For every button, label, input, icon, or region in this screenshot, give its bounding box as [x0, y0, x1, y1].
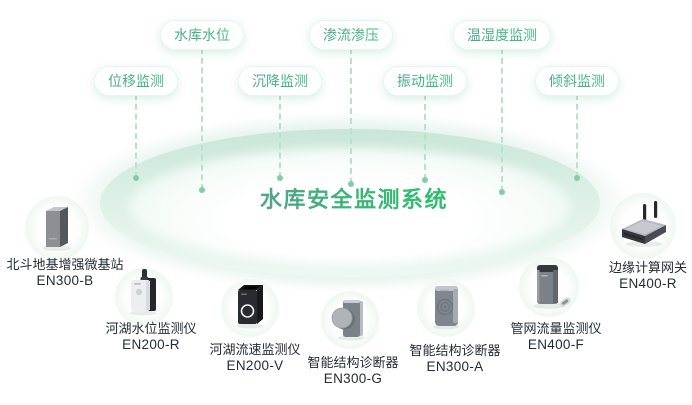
- connector-displacement: [133, 94, 139, 181]
- edge-computing-gateway-icon: [622, 201, 666, 247]
- tag-temperature-humidity: 温湿度监测: [453, 20, 551, 50]
- device-model: EN400-F: [527, 337, 585, 352]
- device-name: 管网流量监测仪: [510, 321, 602, 336]
- connector-tilt: [574, 94, 580, 181]
- device-model: EN200-V: [226, 358, 284, 373]
- tag-reservoir-water-level: 水库水位: [160, 20, 244, 50]
- device-label: 边缘计算网关 EN400-R: [609, 260, 687, 292]
- device-label: 河湖水位监测仪 EN200-R: [105, 321, 196, 353]
- device-model: EN300-G: [323, 371, 383, 386]
- device-model: EN400-R: [619, 276, 677, 291]
- device-model: EN300-A: [426, 359, 484, 374]
- connector-reservoir-water-level: [199, 48, 205, 193]
- tag-tilt: 倾斜监测: [535, 66, 619, 96]
- tag-seepage-pressure: 渗流渗压: [309, 20, 393, 50]
- device-name: 北斗地基增强微基站: [6, 257, 124, 272]
- tag-vibration: 振动监测: [383, 66, 467, 96]
- device-name: 河湖水位监测仪: [105, 321, 197, 336]
- tag-label: 位移监测: [108, 73, 164, 89]
- connector-vibration: [422, 94, 428, 183]
- river-water-level-monitor-icon: [130, 269, 156, 316]
- beidou-base-station-icon: [43, 207, 71, 251]
- river-flow-velocity-monitor-icon: [237, 285, 263, 329]
- device-label: 北斗地基增强微基站 EN300-B: [6, 257, 123, 289]
- device-label: 智能结构诊断器 EN300-A: [409, 343, 500, 375]
- device-model: EN300-B: [36, 273, 94, 288]
- connector-settlement: [277, 94, 283, 181]
- tag-settlement: 沉降监测: [238, 66, 322, 96]
- device-model: EN200-R: [122, 337, 180, 352]
- tag-label: 水库水位: [174, 27, 230, 43]
- tag-displacement: 位移监测: [94, 66, 178, 96]
- device-name: 边缘计算网关: [608, 260, 688, 275]
- device-name: 智能结构诊断器: [409, 343, 501, 358]
- smart-structure-diagnoser-g-icon: [331, 300, 364, 341]
- device-label: 管网流量监测仪 EN400-F: [510, 321, 601, 353]
- smart-structure-diagnoser-a-icon: [433, 286, 459, 330]
- connector-seepage-pressure: [348, 48, 354, 187]
- device-name: 河湖流速监测仪: [209, 342, 301, 357]
- device-label: 河湖流速监测仪 EN200-V: [209, 342, 300, 374]
- pipe-network-flow-monitor-icon: [534, 265, 571, 309]
- tag-label: 振动监测: [397, 73, 453, 89]
- tag-label: 倾斜监测: [549, 73, 605, 89]
- device-name: 智能结构诊断器: [307, 355, 399, 370]
- device-label: 智能结构诊断器 EN300-G: [307, 355, 398, 387]
- tag-label: 渗流渗压: [323, 27, 379, 43]
- tag-label: 温湿度监测: [467, 27, 537, 43]
- tag-label: 沉降监测: [252, 73, 308, 89]
- system-title: 水库安全监测系统: [260, 182, 448, 214]
- connector-temperature-humidity: [499, 48, 505, 195]
